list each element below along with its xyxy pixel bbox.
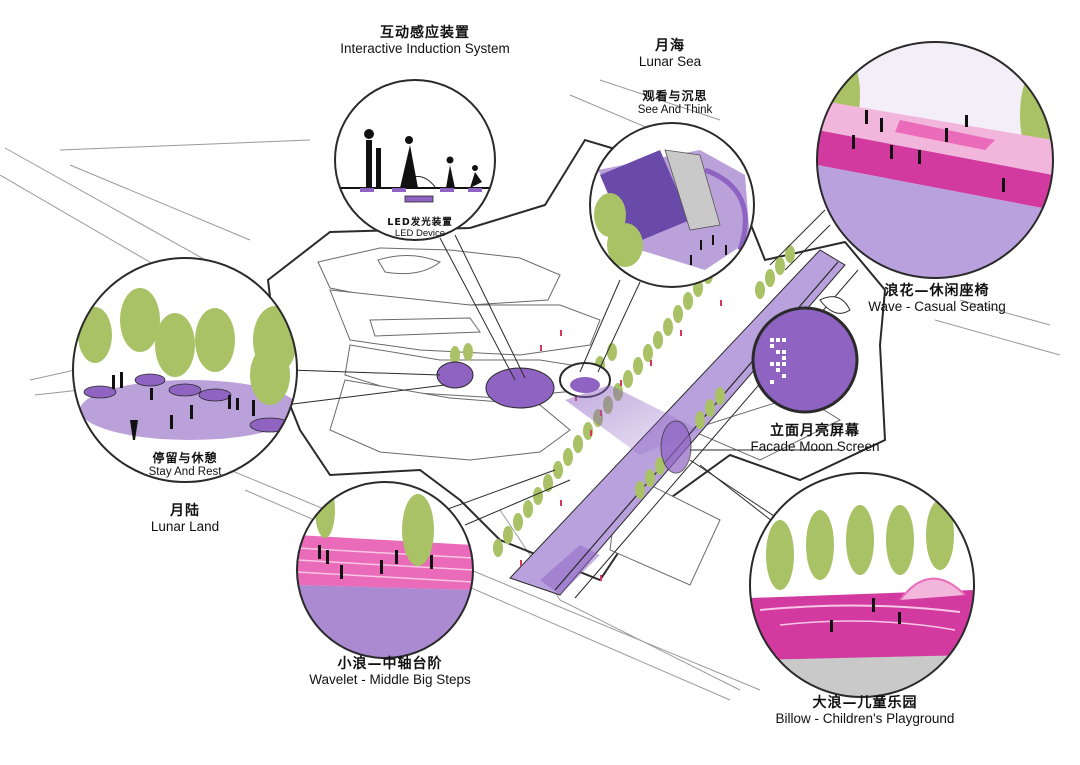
label-cn: 立面月亮屏幕	[770, 423, 860, 439]
label-en: Billow - Children's Playground	[775, 711, 955, 727]
vignette-interactive-induction	[334, 79, 496, 241]
building-massing	[317, 247, 842, 586]
label-lunar-land: 月陆 Lunar Land	[130, 503, 240, 535]
label-cn: 浪花—休闲座椅	[884, 283, 990, 299]
label-en: Lunar Sea	[638, 54, 702, 70]
label-cn: 观看与沉思	[642, 89, 708, 103]
label-en: Stay And Rest	[148, 465, 222, 478]
label-led-device: LED发光装置 LED Device	[375, 217, 465, 240]
site-outline	[266, 138, 887, 582]
label-cn: 大浪—儿童乐园	[812, 695, 918, 711]
label-en: See And Think	[637, 103, 713, 116]
label-lunar-sea: 月海 Lunar Sea	[620, 38, 720, 70]
vignette-facade-moon-screen	[751, 306, 859, 414]
label-en: Wavelet - Middle Big Steps	[309, 672, 471, 688]
label-en: Interactive Induction System	[340, 41, 510, 57]
label-cn: 小浪—中轴台阶	[337, 656, 443, 672]
vignette-see-and-think	[589, 122, 755, 288]
label-wave: 浪花—休闲座椅 Wave - Casual Seating	[852, 283, 1022, 315]
label-cn: 停留与休憩	[152, 451, 218, 465]
label-cn: LED发光装置	[387, 217, 453, 228]
vignette-stay-and-rest	[72, 257, 298, 483]
label-en: Wave - Casual Seating	[868, 299, 1006, 315]
label-stay-and-rest: 停留与休憩 Stay And Rest	[130, 451, 240, 479]
plaza-features	[436, 296, 851, 474]
label-cn: 月海	[655, 38, 685, 54]
label-billow: 大浪—儿童乐园 Billow - Children's Playground	[750, 695, 980, 727]
label-interactive-induction: 互动感应装置 Interactive Induction System	[300, 25, 550, 57]
leader-lines	[284, 209, 838, 536]
vignette-wavelet	[296, 481, 474, 659]
label-cn: 互动感应装置	[380, 25, 470, 41]
label-en: Facade Moon Screen	[750, 439, 880, 455]
label-en: Lunar Land	[150, 519, 220, 535]
label-facade-moon-screen: 立面月亮屏幕 Facade Moon Screen	[745, 423, 885, 455]
label-en: LED Device	[394, 227, 446, 239]
vignette-wave	[816, 41, 1054, 279]
label-wavelet: 小浪—中轴台阶 Wavelet - Middle Big Steps	[285, 656, 495, 688]
label-see-and-think: 观看与沉思 See And Think	[620, 89, 730, 117]
label-cn: 月陆	[170, 503, 200, 519]
vignette-billow	[749, 472, 975, 698]
